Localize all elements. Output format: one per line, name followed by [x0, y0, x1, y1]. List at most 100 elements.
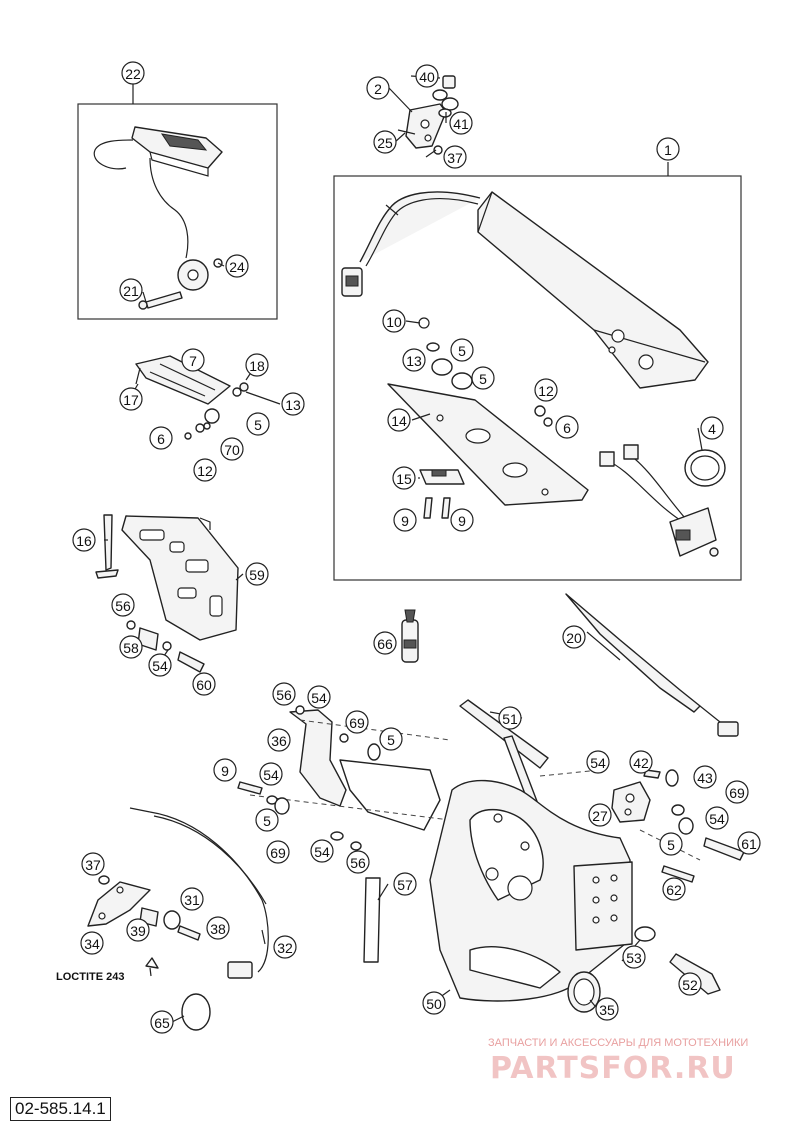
callout-number: 37	[447, 150, 463, 166]
callout-c58: 58	[119, 635, 143, 659]
callout-c69c: 69	[725, 780, 749, 804]
callout-circle	[81, 852, 105, 876]
loctite-note-text: LOCTITE 243	[56, 971, 124, 983]
callout-c5e: 5	[255, 808, 279, 832]
callout-number: 53	[626, 950, 642, 966]
callout-c5c: 5	[246, 412, 270, 436]
callout-c51: 51	[498, 706, 522, 730]
callout-c5d: 5	[379, 727, 403, 751]
callout-number: 62	[666, 882, 682, 898]
callout-number: 12	[197, 463, 213, 479]
callout-c43: 43	[693, 765, 717, 789]
callout-c22: 22	[121, 61, 145, 85]
callout-number: 16	[76, 533, 92, 549]
callout-number: 5	[254, 417, 262, 433]
callout-circle	[281, 392, 305, 416]
callout-c9a: 9	[393, 508, 417, 532]
callout-number: 51	[502, 711, 518, 727]
callout-circle	[705, 806, 729, 830]
callout-c54b: 54	[307, 685, 331, 709]
callout-number: 32	[277, 940, 293, 956]
callout-circle	[449, 111, 473, 135]
callout-number: 5	[479, 371, 487, 387]
callout-number: 43	[697, 770, 713, 786]
callout-circle	[307, 685, 331, 709]
callout-number: 6	[563, 420, 571, 436]
callout-c9b: 9	[450, 508, 474, 532]
callout-c32: 32	[273, 935, 297, 959]
callout-number: 13	[406, 353, 422, 369]
callout-c27: 27	[588, 803, 612, 827]
callout-number: 25	[377, 135, 393, 151]
callout-c38: 38	[206, 916, 230, 940]
callout-circle	[366, 76, 390, 100]
callout-number: 56	[115, 598, 131, 614]
loctite-tube	[401, 609, 419, 663]
callout-c59: 59	[245, 562, 269, 586]
callout-number: 35	[599, 1002, 615, 1018]
callout-c70: 70	[220, 437, 244, 461]
callout-c37a: 37	[443, 145, 467, 169]
callout-number: 1	[664, 142, 672, 158]
callout-circle	[586, 750, 610, 774]
callout-circle	[534, 378, 558, 402]
callout-c50: 50	[422, 991, 446, 1015]
callout-circle	[119, 278, 143, 302]
carrier-assembly	[249, 699, 701, 1002]
callout-number: 69	[349, 715, 365, 731]
callout-number: 14	[391, 413, 407, 429]
callout-circle	[246, 412, 270, 436]
callout-c14: 14	[387, 408, 411, 432]
callout-number: 9	[401, 513, 409, 529]
callout-c56b: 56	[272, 682, 296, 706]
detail-frame-1	[333, 175, 742, 581]
callout-number: 38	[210, 921, 226, 937]
callout-c20: 20	[562, 625, 586, 649]
lamp-housing-assembly	[341, 191, 726, 557]
callout-circle	[700, 416, 724, 440]
callout-c40: 40	[415, 64, 439, 88]
callout-number: 12	[538, 383, 554, 399]
callout-c65: 65	[150, 1010, 174, 1034]
small-bracket-assembly	[397, 75, 459, 155]
callout-number: 27	[592, 808, 608, 824]
callout-number: 57	[397, 877, 413, 893]
callout-number: 15	[396, 471, 412, 487]
drawing-number: 02-585.14.1	[10, 1097, 111, 1121]
callout-circle	[392, 466, 416, 490]
callout-circle	[382, 309, 406, 333]
callout-c56a: 56	[111, 593, 135, 617]
callout-circle	[387, 408, 411, 432]
bracket-59-assembly	[95, 514, 239, 673]
callout-circle	[273, 935, 297, 959]
callout-number: 41	[453, 116, 469, 132]
callout-number: 40	[419, 69, 435, 85]
callout-c24: 24	[225, 254, 249, 278]
callout-c61: 61	[737, 831, 761, 855]
callout-number: 31	[184, 892, 200, 908]
callout-circle	[402, 348, 426, 372]
callout-c41: 41	[449, 111, 473, 135]
callout-number: 5	[387, 732, 395, 748]
callout-circle	[471, 366, 495, 390]
callout-number: 42	[633, 755, 649, 771]
watermark-logo: PARTSFOR.RU	[490, 1051, 736, 1086]
callout-circle	[193, 458, 217, 482]
callout-circle	[267, 728, 291, 752]
callout-number: 34	[84, 936, 100, 952]
callout-circle	[72, 528, 96, 552]
callout-number: 9	[221, 763, 229, 779]
callout-circle	[310, 839, 334, 863]
callout-c53: 53	[622, 945, 646, 969]
callout-number: 56	[350, 855, 366, 871]
callout-c10: 10	[382, 309, 406, 333]
callout-number: 13	[285, 397, 301, 413]
callout-number: 6	[157, 431, 165, 447]
callout-number: 39	[130, 923, 146, 939]
callout-number: 56	[276, 687, 292, 703]
callout-circle	[255, 808, 279, 832]
callout-circle	[225, 254, 249, 278]
callout-c2: 2	[366, 76, 390, 100]
callout-circle	[121, 61, 145, 85]
callout-circle	[415, 64, 439, 88]
